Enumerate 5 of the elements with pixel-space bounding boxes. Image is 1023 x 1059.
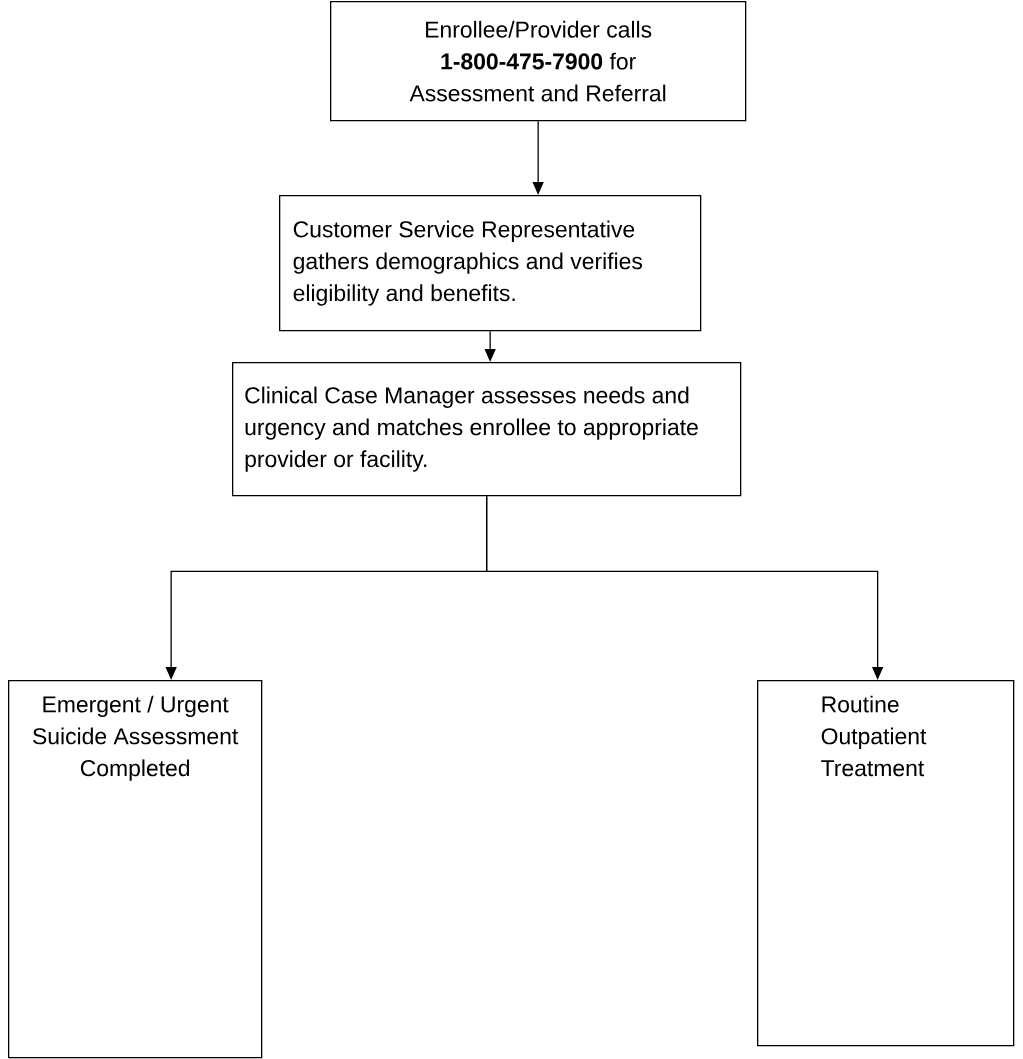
process-box: Enrollee/Provider calls 1-800-475-7900 for Assessment and Referral: [330, 1, 747, 122]
process-box: Routine Outpatient Treatment: [757, 680, 1015, 1047]
process-box: Emergent / Urgent Suicide Assessment Completed: [8, 680, 263, 1059]
process-box: Customer Service Representative gathers demographics and verifies eligibility and benefits.: [279, 195, 702, 332]
process-box: Clinical Case Manager assesses needs and urgency and matches enrollee to appropriate provider or facility.: [232, 362, 742, 497]
